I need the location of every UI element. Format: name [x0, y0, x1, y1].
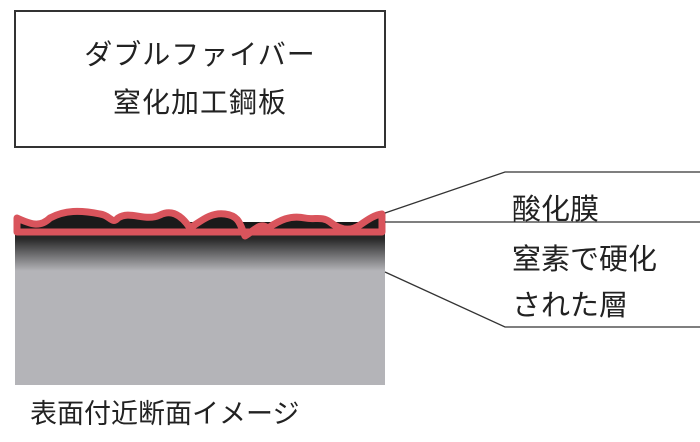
hardened-leader-line	[384, 271, 700, 328]
hardened-label-1: 窒素で硬化	[512, 242, 658, 276]
hardened-label-2: された層	[512, 288, 629, 322]
oxide-leader-line	[384, 171, 700, 214]
oxide-film	[13, 207, 386, 240]
caption: 表面付近断面イメージ	[30, 399, 300, 430]
title-line-2: 窒化加工鋼板	[112, 86, 287, 119]
oxide-label: 酸化膜	[512, 192, 600, 226]
title-line-1: ダブルファイバー	[84, 38, 316, 71]
title-box: ダブルファイバー 窒化加工鋼板	[14, 10, 386, 148]
base-steel	[15, 270, 385, 385]
